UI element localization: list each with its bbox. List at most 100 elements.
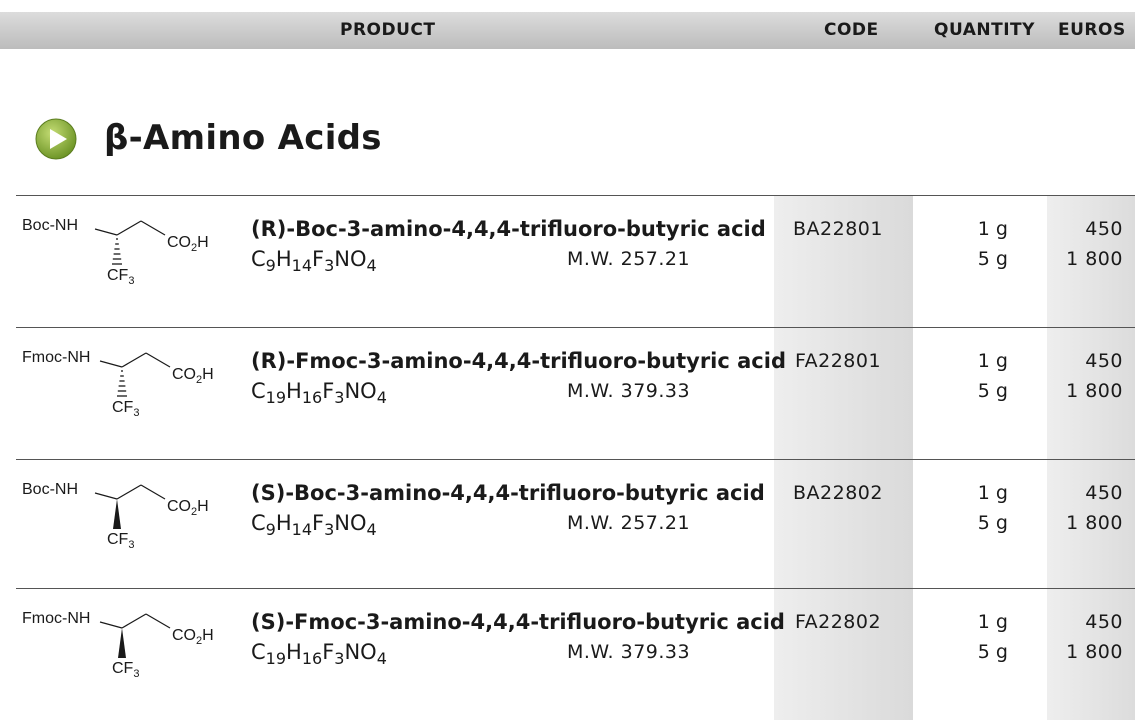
euros-column-shade bbox=[1047, 328, 1135, 459]
molecular-weight: M.W. 379.33 bbox=[567, 380, 691, 402]
row-divider bbox=[16, 327, 1135, 328]
product-name[interactable]: (S)-Boc-3-amino-4,4,4-trifluoro-butyric … bbox=[251, 481, 765, 505]
product-name[interactable]: (R)-Boc-3-amino-4,4,4-trifluoro-butyric … bbox=[251, 217, 766, 241]
product-code: BA22801 bbox=[793, 218, 883, 240]
formula-element: F bbox=[322, 640, 335, 664]
product-code: BA22802 bbox=[793, 482, 883, 504]
price: 450 bbox=[1085, 218, 1123, 240]
price: 450 bbox=[1085, 482, 1123, 504]
formula-element: H bbox=[275, 247, 292, 271]
formula-element: H bbox=[275, 511, 292, 535]
header-euros: EUROS bbox=[1058, 20, 1126, 40]
formula-element: H bbox=[286, 379, 302, 403]
formula-element: C bbox=[251, 640, 266, 664]
formula-element: C bbox=[251, 379, 266, 403]
formula-count: 19 bbox=[265, 649, 287, 668]
side-group-label: CF3 bbox=[107, 267, 134, 287]
formula-count: 9 bbox=[265, 256, 276, 275]
price: 1 800 bbox=[1066, 248, 1123, 270]
bond bbox=[121, 352, 147, 368]
acid-group-label: CO2H bbox=[167, 234, 209, 254]
formula-element: C bbox=[251, 511, 266, 535]
molecular-formula: C19H16F3NO4 bbox=[251, 638, 387, 668]
price: 450 bbox=[1085, 611, 1123, 633]
formula-count: 19 bbox=[265, 388, 287, 407]
quantity-option: 5 g bbox=[977, 248, 1008, 270]
quantity-option: 5 g bbox=[977, 512, 1008, 534]
formula-element: NO bbox=[334, 511, 367, 535]
formula-element: F bbox=[312, 511, 325, 535]
bond bbox=[140, 484, 166, 500]
formula-count: 3 bbox=[334, 388, 345, 407]
quantity-option: 1 g bbox=[977, 218, 1008, 240]
quantity-option: 1 g bbox=[977, 611, 1008, 633]
price: 1 800 bbox=[1066, 512, 1123, 534]
formula-count: 16 bbox=[301, 388, 323, 407]
formula-element: F bbox=[312, 247, 325, 271]
wedge-bond bbox=[113, 499, 121, 529]
formula-element: F bbox=[322, 379, 335, 403]
acid-group-label: CO2H bbox=[172, 627, 214, 647]
product-name[interactable]: (S)-Fmoc-3-amino-4,4,4-trifluoro-butyric… bbox=[251, 610, 785, 634]
formula-count: 4 bbox=[366, 256, 377, 275]
protecting-group-label: Boc-NH bbox=[22, 217, 78, 234]
bond bbox=[94, 228, 118, 236]
molecular-weight: M.W. 257.21 bbox=[567, 512, 691, 534]
product-code: FA22801 bbox=[794, 350, 882, 372]
quantity-option: 5 g bbox=[977, 380, 1008, 402]
product-name[interactable]: (R)-Fmoc-3-amino-4,4,4-trifluoro-butyric… bbox=[251, 349, 786, 373]
header-code: CODE bbox=[824, 20, 879, 40]
formula-count: 4 bbox=[376, 649, 387, 668]
price: 1 800 bbox=[1066, 380, 1123, 402]
row-divider bbox=[16, 588, 1135, 589]
protecting-group-label: Fmoc-NH bbox=[22, 349, 90, 366]
wedge-bond bbox=[118, 628, 126, 658]
formula-count: 3 bbox=[324, 256, 335, 275]
bond bbox=[145, 613, 171, 629]
chemical-structure: Boc-NH CO2H CF3 bbox=[22, 217, 209, 287]
side-group-label: CF3 bbox=[107, 531, 134, 551]
row-divider bbox=[16, 459, 1135, 460]
quantity-option: 1 g bbox=[977, 350, 1008, 372]
formula-element: H bbox=[286, 640, 302, 664]
formula-element: NO bbox=[334, 247, 367, 271]
euros-column-shade bbox=[1047, 460, 1135, 591]
bond bbox=[94, 492, 118, 500]
molecular-weight: M.W. 257.21 bbox=[567, 248, 691, 270]
acid-group-label: CO2H bbox=[167, 498, 209, 518]
code-column-shade bbox=[774, 460, 913, 591]
code-column-shade bbox=[774, 196, 913, 327]
formula-count: 14 bbox=[291, 520, 313, 539]
formula-count: 9 bbox=[265, 520, 276, 539]
header-product: PRODUCT bbox=[340, 20, 436, 40]
protecting-group-label: Fmoc-NH bbox=[22, 610, 90, 627]
formula-count: 4 bbox=[376, 388, 387, 407]
molecular-formula: C9H14F3NO4 bbox=[251, 245, 377, 275]
side-group-label: CF3 bbox=[112, 660, 139, 680]
euros-column-shade bbox=[1047, 589, 1135, 720]
formula-count: 3 bbox=[324, 520, 335, 539]
bond bbox=[116, 220, 142, 236]
acid-group-label: CO2H bbox=[172, 366, 214, 386]
bond bbox=[116, 484, 142, 500]
code-column-shade bbox=[774, 589, 913, 720]
formula-element: NO bbox=[344, 640, 377, 664]
quantity-option: 1 g bbox=[977, 482, 1008, 504]
molecular-weight: M.W. 379.33 bbox=[567, 641, 691, 663]
section-title: β-Amino Acids bbox=[104, 118, 382, 158]
bond bbox=[140, 220, 166, 236]
formula-count: 3 bbox=[334, 649, 345, 668]
header-quantity: QUANTITY bbox=[934, 20, 1035, 40]
molecular-formula: C9H14F3NO4 bbox=[251, 509, 377, 539]
formula-count: 16 bbox=[301, 649, 323, 668]
side-group-label: CF3 bbox=[112, 399, 139, 419]
formula-element: C bbox=[251, 247, 266, 271]
chemical-structure: Fmoc-NH CO2H CF3 bbox=[22, 610, 214, 680]
bond bbox=[145, 352, 171, 368]
bond bbox=[99, 360, 123, 368]
code-column-shade bbox=[774, 328, 913, 459]
